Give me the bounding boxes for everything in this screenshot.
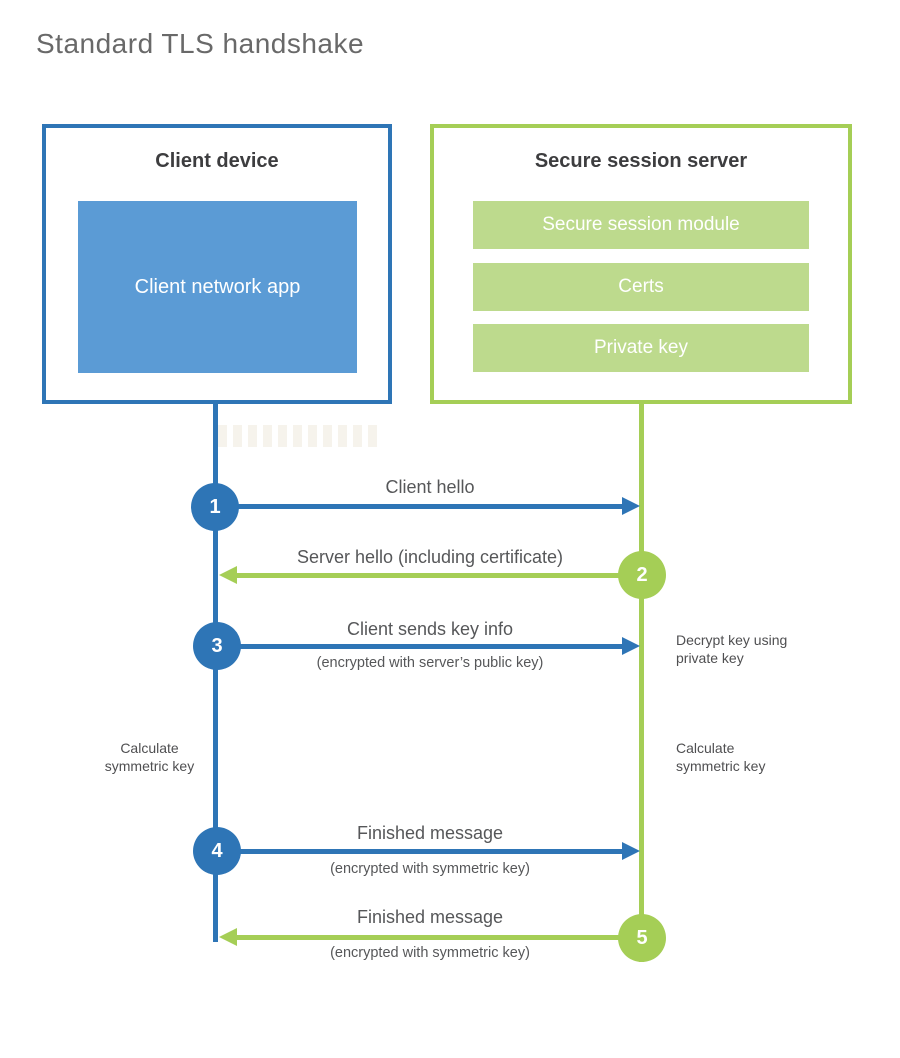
step-3-arrowhead-icon (622, 637, 640, 655)
client-network-app-box: Client network app (78, 201, 357, 373)
step-1-marker: 1 (191, 483, 239, 531)
calc-symmetric-key-left: Calculate symmetric key (104, 740, 195, 775)
step-4-arrowhead-icon (622, 842, 640, 860)
page-title: Standard TLS handshake (36, 28, 365, 59)
secure-session-module-bar: Secure session module (473, 201, 809, 249)
server-lifeline (639, 404, 644, 962)
step-2-arrowhead-icon (219, 566, 237, 584)
client-lifeline (213, 404, 218, 942)
server-box: Secure session server Secure session mod… (430, 124, 852, 404)
client-network-app-label: Client network app (134, 276, 301, 298)
certs-bar: Certs (473, 263, 809, 311)
step-3-marker: 3 (193, 622, 241, 670)
calc-symmetric-key-right: Calculate symmetric key (676, 740, 766, 775)
faint-watermark (218, 425, 383, 447)
step-4-sublabel: (encrypted with symmetric key) (330, 861, 530, 877)
client-device-title: Client device (155, 150, 279, 172)
step-5-marker: 5 (618, 914, 666, 962)
private-key-bar: Private key (473, 324, 809, 372)
client-device-box: Client device Client network app (42, 124, 392, 404)
step-4-label: Finished message (356, 823, 504, 843)
step-1-label: Client hello (385, 477, 475, 497)
step-3-sublabel: (encrypted with server’s public key) (316, 655, 544, 671)
step-3-label: Client sends key info (346, 619, 514, 639)
step-1-arrow-line (217, 504, 624, 509)
step-5-arrow-line (237, 935, 642, 940)
step-2-arrow-line (237, 573, 642, 578)
step-3-arrow-line (217, 644, 624, 649)
step-2-marker: 2 (618, 551, 666, 599)
step-4-marker: 4 (193, 827, 241, 875)
step-5-sublabel: (encrypted with symmetric key) (330, 945, 530, 961)
step-5-arrowhead-icon (219, 928, 237, 946)
step-4-arrow-line (217, 849, 624, 854)
server-title: Secure session server (534, 150, 748, 172)
decrypt-key-annotation: Decrypt key using private key (676, 632, 788, 667)
step-5-label: Finished message (356, 907, 504, 927)
step-1-arrowhead-icon (622, 497, 640, 515)
step-2-label: Server hello (including certificate) (296, 547, 564, 567)
